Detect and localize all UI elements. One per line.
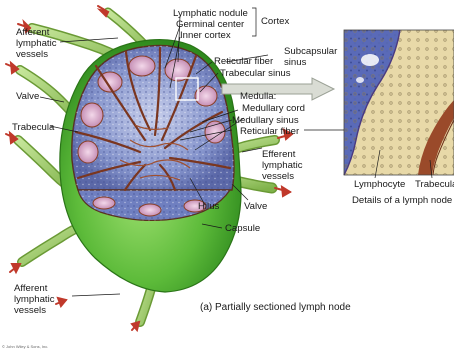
label-afferent-bottom-3: vessels xyxy=(14,306,46,317)
label-medullary-sinus: Medullary sinus xyxy=(232,116,299,127)
label-subcapsular-1: Subcapsular xyxy=(284,47,337,58)
label-trabecular-sinus: Trabecular sinus xyxy=(220,69,291,80)
nodule xyxy=(81,103,103,127)
label-medullary-cord: Medullary cord xyxy=(242,104,305,115)
copyright-notice: © John Wiley & Sons, Inc. xyxy=(2,344,48,349)
label-cortex: Cortex xyxy=(261,17,289,28)
label-afferent-top-1: Afferent xyxy=(16,28,49,39)
label-trabecula-left: Trabecula xyxy=(12,123,54,134)
label-hilus: Hilus xyxy=(198,202,219,213)
label-reticular-fiber-top: Reticular fiber xyxy=(214,57,273,68)
label-reticular-fiber-mid: Reticular fiber xyxy=(240,127,299,138)
label-afferent-bottom-2: lymphatic xyxy=(14,295,55,306)
label-efferent-1: Efferent xyxy=(262,150,295,161)
label-germinal-center: Germinal center xyxy=(176,20,244,31)
label-trabecula-inset: Trabecula xyxy=(415,180,454,191)
figure-caption: (a) Partially sectioned lymph node xyxy=(200,302,351,313)
label-afferent-top-3: vessels xyxy=(16,50,48,61)
label-medulla: Medulla: xyxy=(240,92,276,103)
label-subcapsular-2: sinus xyxy=(284,58,306,69)
nodule xyxy=(78,141,98,163)
inset-panel xyxy=(344,30,454,175)
label-capsule: Capsule xyxy=(225,224,260,235)
zoom-arrow xyxy=(222,78,334,100)
label-lymphatic-nodule: Lymphatic nodule xyxy=(173,9,248,20)
label-afferent-top-2: lymphatic xyxy=(16,39,57,50)
nodule xyxy=(139,204,161,216)
label-afferent-bottom-1: Afferent xyxy=(14,284,47,295)
label-valve-bottom: Valve xyxy=(244,202,267,213)
label-valve-left: Valve xyxy=(16,92,39,103)
label-efferent-3: vessels xyxy=(262,172,294,183)
label-inner-cortex: Inner cortex xyxy=(180,31,231,42)
inset-caption: Details of a lymph node xyxy=(352,196,454,207)
label-lymphocyte: Lymphocyte xyxy=(354,180,405,191)
nodule xyxy=(129,56,155,76)
label-efferent-2: lymphatic xyxy=(262,161,303,172)
nodule xyxy=(93,197,115,209)
